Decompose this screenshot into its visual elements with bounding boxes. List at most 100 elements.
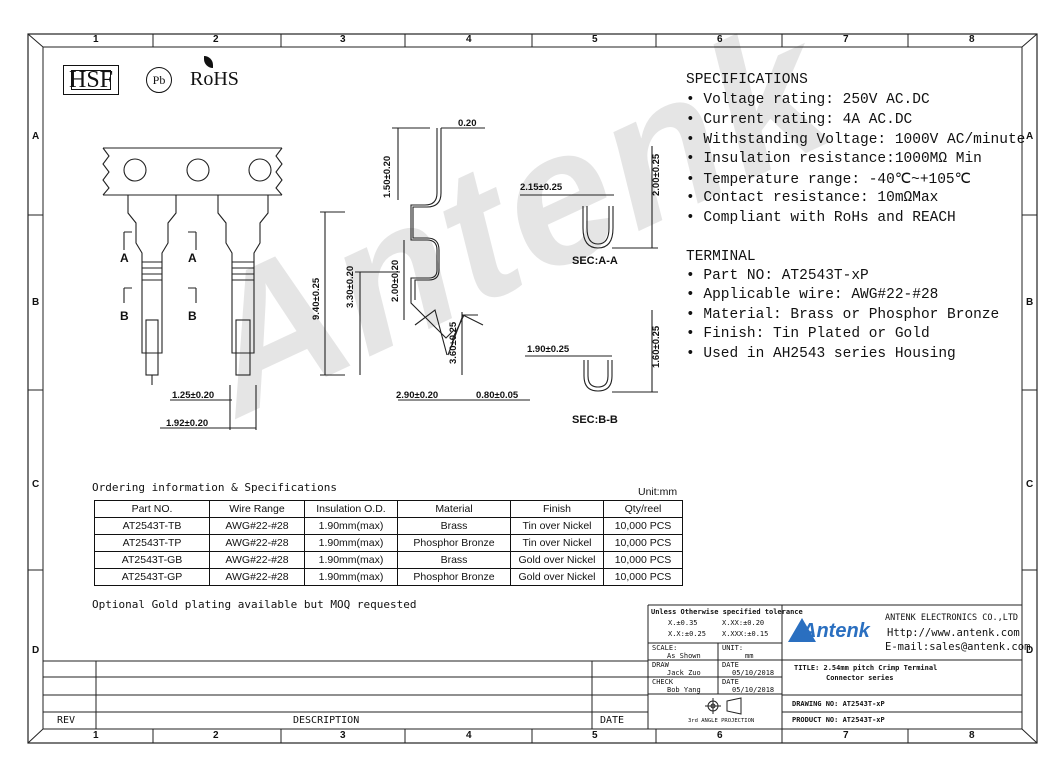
unit-label: UNIT: [722,644,744,652]
scale-label: SCALE: [652,644,678,652]
hsf-logo: HSF [63,65,120,95]
spec-item: • Voltage rating: 250V AC.DC [686,92,930,108]
company-name: ANTENK ELECTRONICS CO.,LTD [885,613,1019,623]
check-label: CHECK [652,678,674,686]
col-label: 7 [843,730,849,741]
col-label: 5 [592,730,598,741]
draw-label: DRAW [652,661,669,669]
terminal-item: • Material: Brass or Phosphor Bronze [686,307,1000,323]
terminal-title: TERMINAL [686,249,756,265]
table-cell: Gold over Nickel [510,568,604,586]
column-labels-bottom: 1 2 3 4 5 6 7 8 [0,730,1052,744]
rohs-text: RoHS [190,68,239,90]
table-header: Part NO. [94,500,210,518]
row-label: B [32,297,40,308]
tolerance-4: X.XXX:±0.15 [722,630,769,638]
dim-080: 0.80±0.05 [476,390,519,401]
table-cell: 10,000 PCS [603,568,683,586]
ordering-title: Ordering information & Specifications [92,481,338,494]
spec-item: • Compliant with RoHs and REACH [686,210,956,226]
tolerance-3: X.X:±0.25 [668,630,706,638]
logo-mountain-icon [788,618,816,642]
company-website[interactable]: Http://www.antenk.com [887,627,1020,639]
row-label: D [1026,645,1034,656]
check-date: 05/10/2018 [732,686,775,694]
dim-150: 1.50±0.20 [382,156,393,198]
col-label: 6 [717,34,723,45]
col-label: 8 [969,730,975,741]
logo-text: Antenk [802,620,870,642]
check-value: Bob Yang [667,686,701,694]
tolerance-1: X.±0.35 [668,619,698,627]
pb-text: Pb [152,73,166,87]
draw-date-label: DATE [722,661,739,669]
leaf-icon [204,56,213,68]
sec-aa-label: SEC:A-A [572,255,618,267]
company-logo: Antenk [788,614,880,644]
col-label: 3 [340,34,346,45]
table-cell: Phosphor Bronze [397,568,511,586]
spec-item: • Withstanding Voltage: 1000V AC/minute [686,132,1026,148]
col-label: 3 [340,730,346,741]
table-cell: AT2543T-TB [94,517,210,535]
title-line-1: TITLE: 2.54mm pitch Crimp Terminal [794,664,938,672]
label-b-right: B [188,309,197,323]
table-row: AT2543T-TP AWG#22-#28 1.90mm(max) Phosph… [94,534,683,552]
label-b-left: B [120,309,129,323]
projection-label: 3rd ANGLE PROJECTION [688,718,755,724]
col-label: 7 [843,34,849,45]
table-header: Material [397,500,511,518]
specs-title: SPECIFICATIONS [686,72,808,88]
dim-125: 1.25±0.20 [172,390,214,401]
spec-item: • Insulation resistance:1000MΩ Min [686,151,982,167]
ordering-unit: Unit:mm [638,486,678,498]
dim-330: 3.30±0.20 [345,266,356,308]
terminal-item: • Applicable wire: AWG#22-#28 [686,287,939,303]
product-number: PRODUCT NO: AT2543T-xP [792,716,885,724]
col-label: 2 [213,34,219,45]
tolerance-title: Unless Otherwise specified tolerance [651,608,803,616]
hsf-text: HSF [69,67,114,93]
dim-360: 3.60±0.25 [448,321,459,364]
col-label: 4 [466,34,472,45]
drawing-number: DRAWING NO: AT2543T-xP [792,700,885,708]
spec-item: • Current rating: 4A AC.DC [686,112,913,128]
unit-value: mm [745,652,754,660]
col-label: 5 [592,34,598,45]
dim-940: 9.40±0.25 [311,277,322,320]
description-label: DESCRIPTION [293,715,360,726]
table-cell: 1.90mm(max) [304,568,398,586]
row-label: A [32,131,40,142]
table-row: AT2543T-GP AWG#22-#28 1.90mm(max) Phosph… [94,568,683,586]
dim-200: 2.00±0.20 [390,260,401,302]
rev-label: REV [57,715,76,726]
table-header: Qty/reel [603,500,683,518]
title-line-2: Connector series [826,674,894,682]
dim-200b: 2.00±0.25 [651,153,662,196]
row-label: A [1026,131,1034,142]
dim-190: 1.90±0.25 [527,344,570,355]
lead-free-logo: Pb [146,67,172,93]
table-header: Insulation O.D. [304,500,398,518]
label-a-right: A [188,251,197,265]
dim-215: 2.15±0.25 [520,182,563,193]
date-label: DATE [600,715,625,726]
terminal-item: • Part NO: AT2543T-xP [686,268,869,284]
row-label: B [1026,297,1034,308]
company-email[interactable]: E-mail:sales@antenk.com [885,641,1031,653]
table-cell: AWG#22-#28 [209,568,305,586]
col-label: 4 [466,730,472,741]
dim-290: 2.90±0.20 [396,390,438,401]
check-date-label: DATE [722,678,739,686]
spec-item: • Temperature range: -40℃~+105℃ [686,172,971,188]
table-cell: Tin over Nickel [510,534,604,552]
ordering-note: Optional Gold plating available but MOQ … [92,598,417,611]
table-cell: Tin over Nickel [510,517,604,535]
ordering-table: Part NO. Wire Range Insulation O.D. Mate… [94,500,683,586]
row-label: C [32,479,40,490]
dim-192: 1.92±0.20 [166,418,208,429]
scale-value: As Shown [667,652,701,660]
